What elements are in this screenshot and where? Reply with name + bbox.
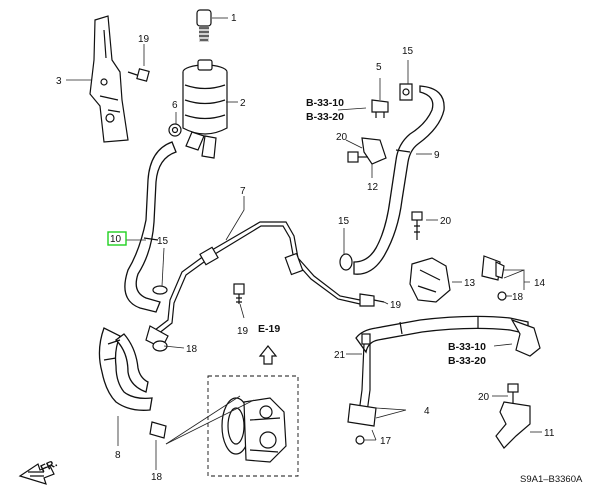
label-part-6: 6: [172, 100, 178, 111]
bolt-19-right-drawing: [359, 293, 385, 307]
label-part-20-lower: 20: [478, 392, 490, 403]
label-part-21: 21: [334, 350, 346, 361]
reservoir-2-drawing: [182, 59, 228, 159]
hose-4-drawing: [355, 315, 541, 357]
pipe-7-drawing: [145, 221, 361, 349]
label-part-19-top: 19: [138, 34, 150, 45]
o-ring-18-right-drawing: [497, 291, 507, 301]
clamp-18-lower-drawing: [149, 421, 167, 439]
label-part-11: 11: [544, 428, 555, 439]
cap-1-drawing: [196, 9, 212, 42]
label-part-15-left: 15: [157, 236, 169, 247]
ref-code-right-1[interactable]: B-33-10: [448, 341, 486, 353]
ref-code-top-2[interactable]: B-33-20: [306, 111, 344, 123]
bolt-20-middle-drawing: [411, 211, 423, 240]
label-part-9: 9: [434, 150, 440, 161]
label-part-1: 1: [231, 13, 237, 24]
clip-6-drawing: [168, 123, 182, 137]
sensor-14-drawing: [481, 255, 505, 281]
pump-outline-box: [207, 375, 299, 477]
front-marker-label: FR.: [39, 457, 59, 475]
label-part-19-right: 19: [390, 300, 402, 311]
label-part-10[interactable]: 10: [110, 234, 122, 245]
bracket-11-drawing: [495, 401, 531, 449]
label-part-4: 4: [424, 406, 430, 417]
hose-10-drawing: [124, 141, 177, 313]
label-part-18-middle: 18: [186, 344, 198, 355]
clamp-15-left-drawing: [152, 285, 168, 295]
label-part-18-right: 18: [512, 292, 524, 303]
label-part-5: 5: [376, 62, 382, 73]
label-part-8: 8: [115, 450, 121, 461]
front-arrow-icon: [18, 463, 55, 485]
hose-9-drawing: [353, 85, 445, 275]
label-part-18-lower: 18: [151, 472, 163, 483]
label-part-17: 17: [380, 436, 392, 447]
label-part-15-center: 15: [338, 216, 350, 227]
label-part-13: 13: [464, 278, 476, 289]
section-ref-e19[interactable]: E-19: [258, 323, 280, 335]
fitting-5-drawing: [371, 99, 389, 118]
bolt-20-top-drawing: [347, 151, 368, 163]
label-part-3: 3: [56, 76, 62, 87]
label-part-7: 7: [240, 186, 246, 197]
label-part-12: 12: [367, 182, 379, 193]
diagram-code: S9A1–B3360A: [520, 474, 583, 485]
pipe-21-drawing: [347, 333, 377, 427]
clamp-15-center-drawing: [339, 253, 353, 271]
bolt-19-top-drawing: [127, 68, 150, 82]
label-part-15-top: 15: [402, 46, 414, 57]
ref-code-top-1[interactable]: B-33-10: [306, 97, 344, 109]
bracket-13-drawing: [409, 257, 451, 303]
highlight-box-part-10: [107, 231, 127, 246]
pump-drawing: [221, 397, 287, 463]
bolt-19-center-drawing: [233, 283, 245, 304]
bracket-3-drawing: [89, 15, 129, 143]
leader-lines: [66, 17, 542, 470]
up-arrow-icon: [258, 345, 278, 365]
ref-code-right-2[interactable]: B-33-20: [448, 355, 486, 367]
label-part-14: 14: [534, 278, 546, 289]
bolt-20-lower-drawing: [507, 383, 519, 404]
clamp-15-top-drawing: [399, 83, 413, 101]
label-part-19-center: 19: [237, 326, 249, 337]
hose-8-drawing: [98, 327, 153, 411]
label-part-20-middle: 20: [440, 216, 452, 227]
bracket-12-drawing: [361, 137, 387, 165]
nut-17-drawing: [355, 435, 365, 445]
label-part-20-top: 20: [336, 132, 348, 143]
label-part-2: 2: [240, 98, 246, 109]
